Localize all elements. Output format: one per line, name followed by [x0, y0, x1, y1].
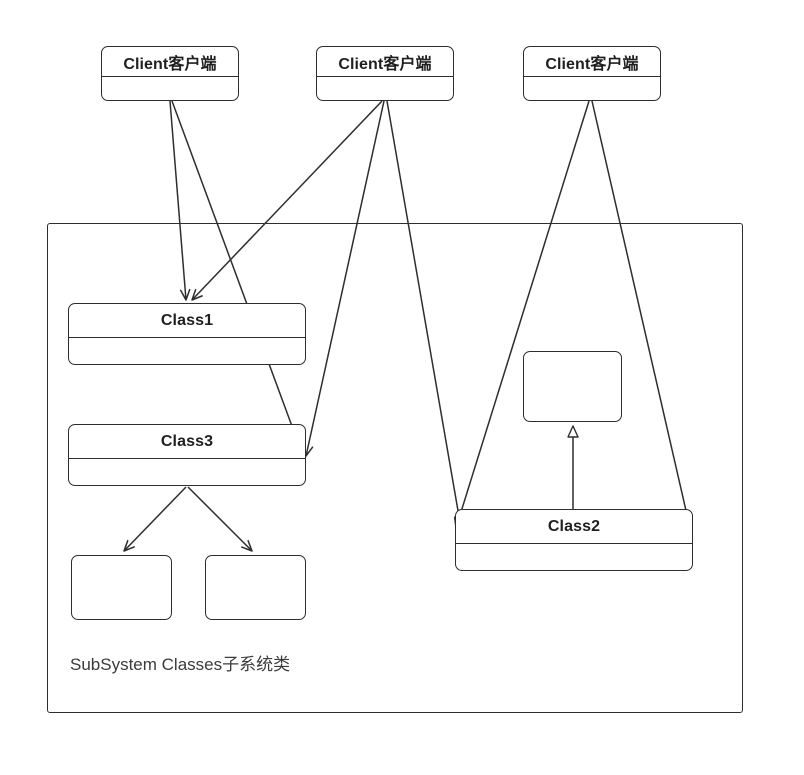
- client-node-1-body: [102, 77, 238, 100]
- class-node-class3-label: Class3: [69, 425, 305, 459]
- class-node-class2[interactable]: Class2: [455, 509, 693, 571]
- client-node-3[interactable]: Client客户端: [523, 46, 661, 101]
- client-node-2-body: [317, 77, 453, 100]
- class-node-class1-label: Class1: [69, 304, 305, 338]
- plain-box-b[interactable]: [205, 555, 306, 620]
- plain-box-a[interactable]: [71, 555, 172, 620]
- class-node-class2-label: Class2: [456, 510, 692, 544]
- client-node-1[interactable]: Client客户端: [101, 46, 239, 101]
- client-node-3-body: [524, 77, 660, 100]
- client-node-3-label: Client客户端: [524, 47, 660, 77]
- client-node-1-label: Client客户端: [102, 47, 238, 77]
- class-node-class1[interactable]: Class1: [68, 303, 306, 365]
- class-node-class2-body: [456, 544, 692, 570]
- client-node-2[interactable]: Client客户端: [316, 46, 454, 101]
- subsystem-container: [47, 223, 743, 713]
- class-node-class3[interactable]: Class3: [68, 424, 306, 486]
- client-node-2-label: Client客户端: [317, 47, 453, 77]
- subsystem-label: SubSystem Classes子系统类: [70, 655, 291, 674]
- class-node-class3-body: [69, 459, 305, 485]
- plain-box-c[interactable]: [523, 351, 622, 422]
- class-node-class1-body: [69, 338, 305, 364]
